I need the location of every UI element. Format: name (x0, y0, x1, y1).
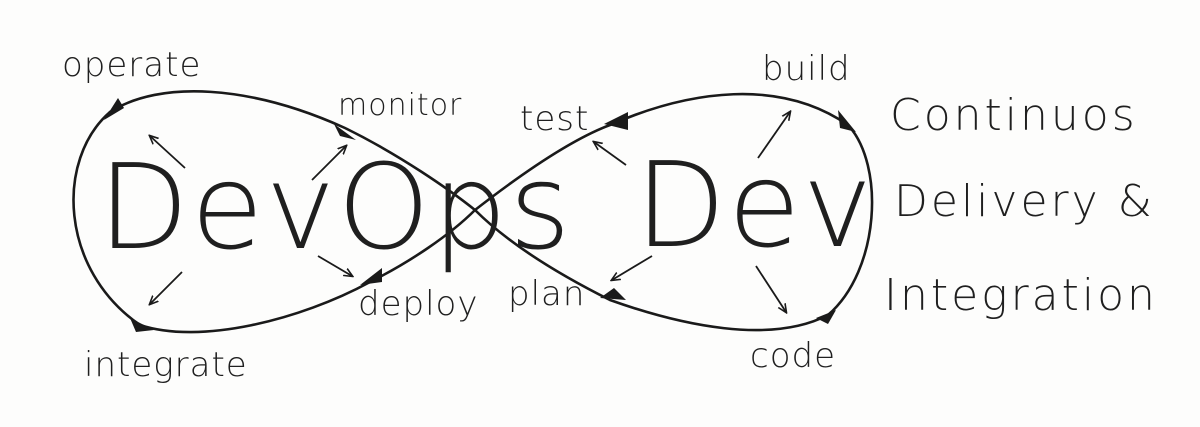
center-word-devops: DevOps (98, 138, 573, 276)
label-build: build (762, 49, 851, 89)
pointer-to-deploy (317, 255, 352, 276)
label-deploy: deploy (358, 284, 478, 324)
arrowhead-deploy (360, 268, 382, 285)
arrowhead-integrate (130, 318, 154, 332)
pointer-to-operate (150, 136, 186, 169)
arrowhead-plan (600, 288, 626, 300)
side-text-line2: Delivery & (894, 176, 1155, 227)
arrowhead-build (838, 110, 856, 132)
arrowhead-operate (104, 98, 124, 120)
pointer-to-test (594, 142, 627, 166)
label-test: test (520, 99, 589, 139)
label-integrate: integrate (84, 345, 248, 385)
arrowhead-test (604, 112, 628, 130)
loop-right-outer (826, 123, 874, 317)
center-word-dev: Dev (635, 136, 874, 274)
label-code: code (750, 336, 836, 376)
label-plan: plan (508, 274, 585, 314)
label-operate: operate (62, 45, 201, 85)
pointer-to-code (755, 265, 786, 312)
pointer-to-build (757, 112, 790, 159)
arrowhead-monitor (334, 124, 356, 140)
loop-right-bottom (473, 208, 830, 332)
label-monitor: monitor (338, 88, 462, 123)
arrowhead-code (816, 310, 836, 324)
side-text-line1: Continuos (890, 90, 1138, 141)
pointer-to-integrate (150, 271, 183, 304)
loop-left-top (108, 90, 477, 212)
pointer-to-plan (612, 255, 653, 280)
pointer-to-monitor (311, 146, 346, 181)
loop-left-bottom (138, 208, 477, 334)
side-text-line3: Integration (884, 270, 1158, 321)
loop-left-outer (72, 110, 142, 327)
